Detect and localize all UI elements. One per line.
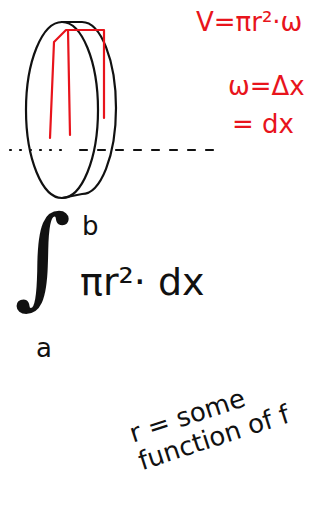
lower-limit: a [36,334,52,363]
axis-dots [10,149,70,151]
integral-sign: ∫ [14,196,71,317]
slice-edge [68,30,70,135]
slice-outline [50,30,104,138]
axis-dashes [80,149,222,151]
width-formula: ω=Δx [228,72,305,101]
volume-formula: V=πr²·ω [196,8,302,37]
width-equals: = dx [232,110,294,139]
integrand: πr²· dx [80,262,205,304]
upper-limit: b [82,212,99,241]
radius-note: r = some function of f [126,362,324,475]
disk-back-edge [62,22,116,198]
disk-front-face [26,22,98,198]
